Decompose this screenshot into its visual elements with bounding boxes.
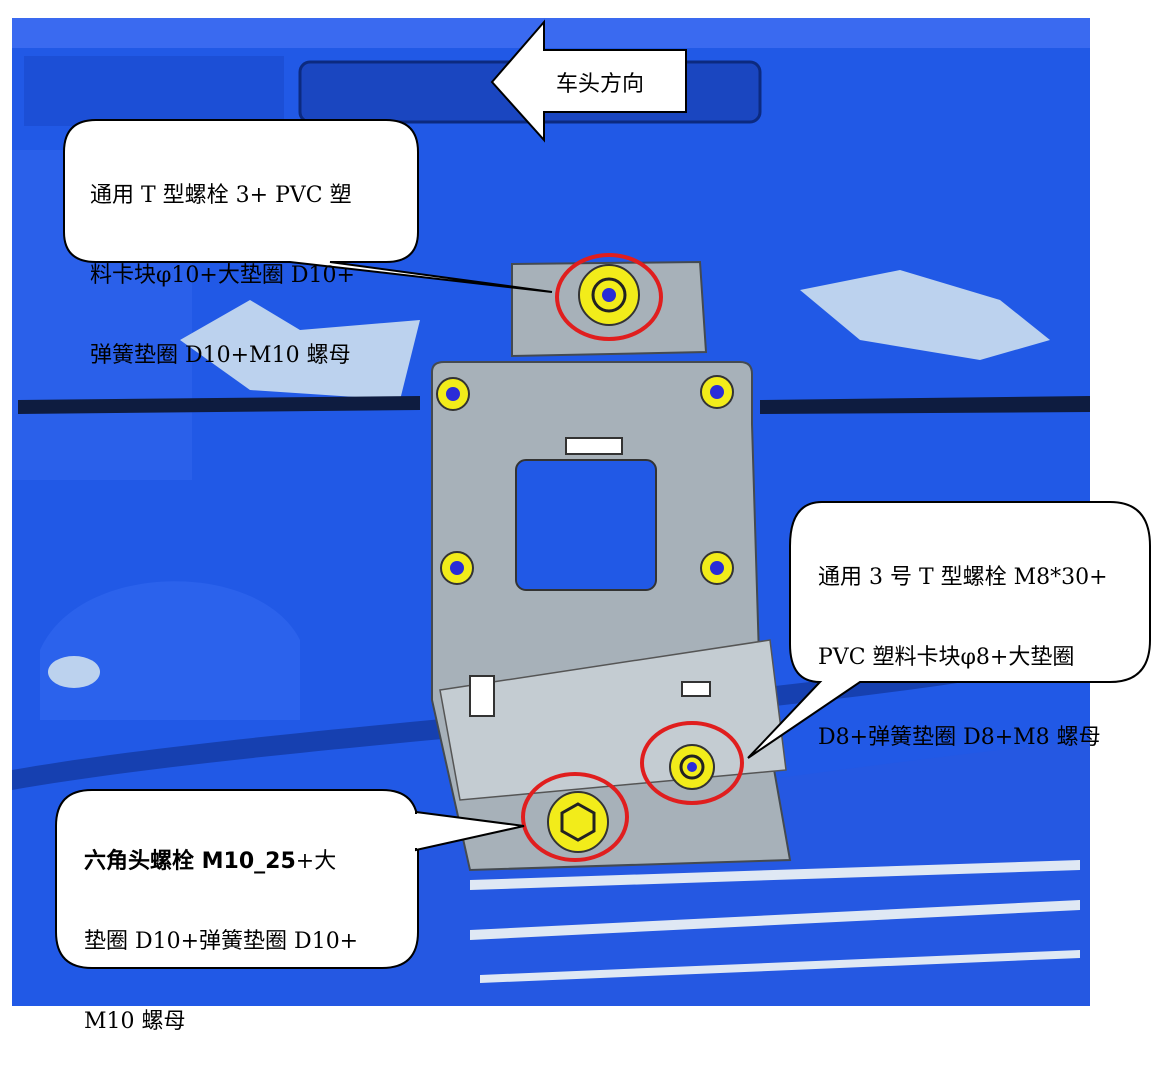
callout-bubble-bottom-left	[55, 789, 419, 969]
seam-line	[760, 396, 1090, 414]
hole-left	[48, 656, 100, 688]
callout-pointer-mask	[410, 814, 420, 848]
scan-gap-stripe	[470, 900, 1080, 940]
callout-line: 六角头螺栓 M10_25+大	[84, 842, 358, 882]
callout-text-bottom-left: 六角头螺栓 M10_25+大 垫圈 D10+弹簧垫圈 D10+ M10 螺母	[84, 802, 358, 1082]
callout-line: D8+弹簧垫圈 D8+M8 螺母	[818, 725, 1101, 750]
lower-curve-panel	[40, 581, 300, 720]
bracket-small-slot	[681, 681, 711, 697]
scan-gap-patch	[180, 300, 420, 400]
callout-line-rest: +大	[295, 849, 337, 874]
scan-gap-stripe	[470, 860, 1080, 890]
callout-bubble-right	[747, 501, 1151, 759]
bracket-slot	[565, 437, 623, 455]
callout-text-top-left: 通用 T 型螺栓 3+ PVC 塑 料卡块φ10+大垫圈 D10+ 弹簧垫圈 D…	[90, 136, 355, 416]
t-bolt-m8-right	[669, 744, 715, 790]
scan-gap-patch	[800, 270, 1050, 360]
bracket-tab	[469, 675, 495, 717]
corner-bolt	[440, 551, 474, 585]
callout-line: 弹簧垫圈 D10+M10 螺母	[90, 343, 351, 368]
callout-bubble-top-left	[63, 119, 553, 293]
callout-text-right: 通用 3 号 T 型螺栓 M8*30+ PVC 塑料卡块φ8+大垫圈 D8+弹簧…	[818, 518, 1108, 798]
highlight-circle-top	[555, 253, 663, 341]
callout-line: 通用 3 号 T 型螺栓 M8*30+	[818, 565, 1108, 590]
corner-bolt	[700, 375, 734, 409]
left-upper-panel	[24, 56, 284, 126]
bolt-name: 六角头螺栓 M10_25	[84, 849, 296, 874]
callout-line: 垫圈 D10+弹簧垫圈 D10+	[84, 929, 359, 954]
highlight-circle-right	[640, 721, 744, 805]
callout-line: M10 螺母	[84, 1009, 186, 1034]
highlight-circle-bottom	[521, 772, 629, 862]
corner-bolt	[436, 377, 470, 411]
roof-band	[12, 18, 1090, 48]
seam-line	[18, 396, 420, 414]
callout-line: PVC 塑料卡块φ8+大垫圈	[818, 645, 1075, 670]
callout-line: 料卡块φ10+大垫圈 D10+	[90, 263, 355, 288]
corner-bolt	[700, 551, 734, 585]
scan-illustration	[12, 18, 1151, 1006]
direction-arrow-icon	[490, 19, 687, 143]
direction-label: 车头方向	[556, 72, 645, 97]
hex-bolt-m10-bottom	[547, 791, 609, 853]
diagram-canvas: 车头方向 通用 T 型螺栓 3+ PVC 塑 料卡块φ10+大垫圈 D10+ 弹…	[12, 18, 1151, 1034]
callout-line: 通用 T 型螺栓 3+ PVC 塑	[90, 183, 352, 208]
t-bolt-m10-top	[578, 264, 640, 326]
bracket-square-cutout	[515, 459, 657, 591]
scan-gap-stripe	[480, 950, 1080, 983]
